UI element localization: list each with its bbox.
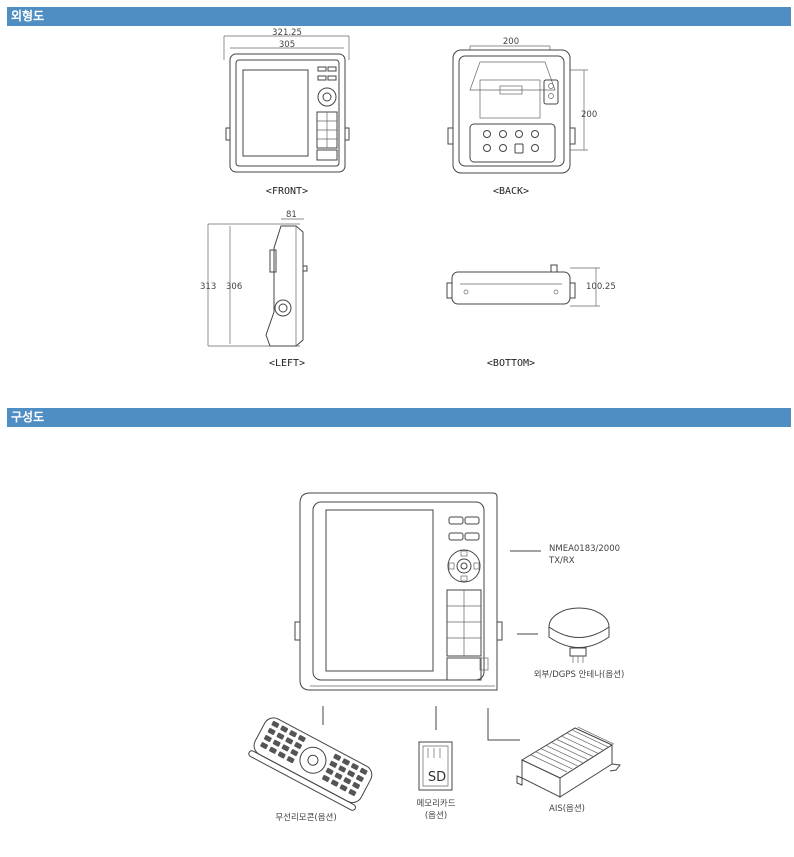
remote-key — [260, 742, 269, 750]
remote-key — [339, 784, 348, 792]
bottom-view: 100.25 <BOTTOM> — [446, 264, 616, 369]
left-height-inner-dim: 306 — [226, 282, 242, 292]
remote-key — [294, 742, 303, 750]
left-view-label: <LEFT> — [269, 358, 305, 369]
gps-antenna-icon — [548, 607, 610, 663]
ais-fin — [530, 754, 568, 773]
ais-transponder-icon — [516, 726, 621, 798]
remote-key — [347, 770, 355, 778]
outline-section-header: 외형도 — [7, 7, 791, 26]
memory-card-label: 메모리카드 — [416, 799, 455, 809]
remote-key — [342, 758, 350, 766]
ais-fin — [536, 751, 573, 770]
remote-key — [348, 789, 357, 797]
config-section-header: 구성도 — [7, 408, 791, 427]
remote-key — [290, 749, 299, 757]
back-mount-height-dim: 200 — [581, 110, 597, 120]
ais-fin — [577, 726, 614, 745]
back-view: 200 200 <BACK> — [447, 37, 597, 197]
remote-key — [355, 774, 364, 782]
bottom-view-label: <BOTTOM> — [487, 358, 535, 369]
remote-key — [330, 779, 339, 787]
remote-key — [297, 734, 306, 742]
left-height-outer-dim: 313 — [200, 282, 216, 292]
remote-key — [272, 739, 281, 747]
ais-fin — [546, 745, 583, 764]
ais-label: AIS(옵션) — [549, 803, 585, 814]
remote-key — [321, 774, 330, 782]
remote-key — [343, 777, 352, 785]
remote-key — [286, 756, 295, 764]
remote-control-icon — [248, 717, 373, 811]
remote-key — [350, 763, 359, 771]
front-width-outer-dim: 321.25 — [272, 28, 302, 38]
remote-key — [280, 725, 289, 733]
connection-lines — [322, 550, 541, 741]
remote-key — [281, 744, 290, 752]
ais-fin — [551, 742, 588, 760]
ais-fin — [556, 739, 594, 757]
ais-fin — [567, 732, 604, 751]
remote-key — [277, 751, 286, 759]
nmea-label: NMEA0183/2000 — [549, 544, 620, 554]
memory-card-option-label: (옵션) — [425, 810, 447, 821]
remote-key — [359, 767, 368, 775]
bottom-height-dim: 100.25 — [586, 282, 616, 292]
remote-key — [263, 735, 272, 743]
remote-key — [271, 720, 280, 728]
main-display-unit — [294, 492, 503, 691]
ais-fin — [541, 748, 578, 767]
left-depth-dim: 81 — [286, 210, 297, 220]
nmea-txrx-label: TX/RX — [548, 556, 575, 566]
back-mount-width-dim: 200 — [503, 37, 519, 47]
remote-key — [333, 753, 342, 761]
remote-key — [352, 781, 361, 789]
remote-key — [276, 732, 285, 740]
remote-key — [334, 772, 343, 780]
front-view-label: <FRONT> — [266, 186, 308, 197]
remote-label: 무선리모콘(옵션) — [275, 812, 336, 823]
left-view: 81 313 306 <LEFT> — [200, 210, 308, 369]
remote-key — [325, 767, 334, 775]
ais-fin — [572, 729, 609, 748]
remote-key — [338, 765, 347, 773]
remote-key — [285, 737, 294, 745]
antenna-label: 외부/DGPS 안테나(옵션) — [534, 669, 625, 680]
sd-card-label: SD — [428, 770, 446, 785]
front-width-inner-dim: 305 — [279, 40, 295, 50]
remote-key — [267, 727, 276, 735]
sd-card-icon: SD — [418, 741, 453, 791]
front-view: 321.25 305 <FRONT> — [223, 28, 350, 197]
ais-fin — [562, 736, 599, 754]
remote-key — [269, 746, 277, 754]
remote-key — [329, 760, 338, 768]
back-view-label: <BACK> — [493, 186, 529, 197]
remote-key — [289, 730, 297, 738]
